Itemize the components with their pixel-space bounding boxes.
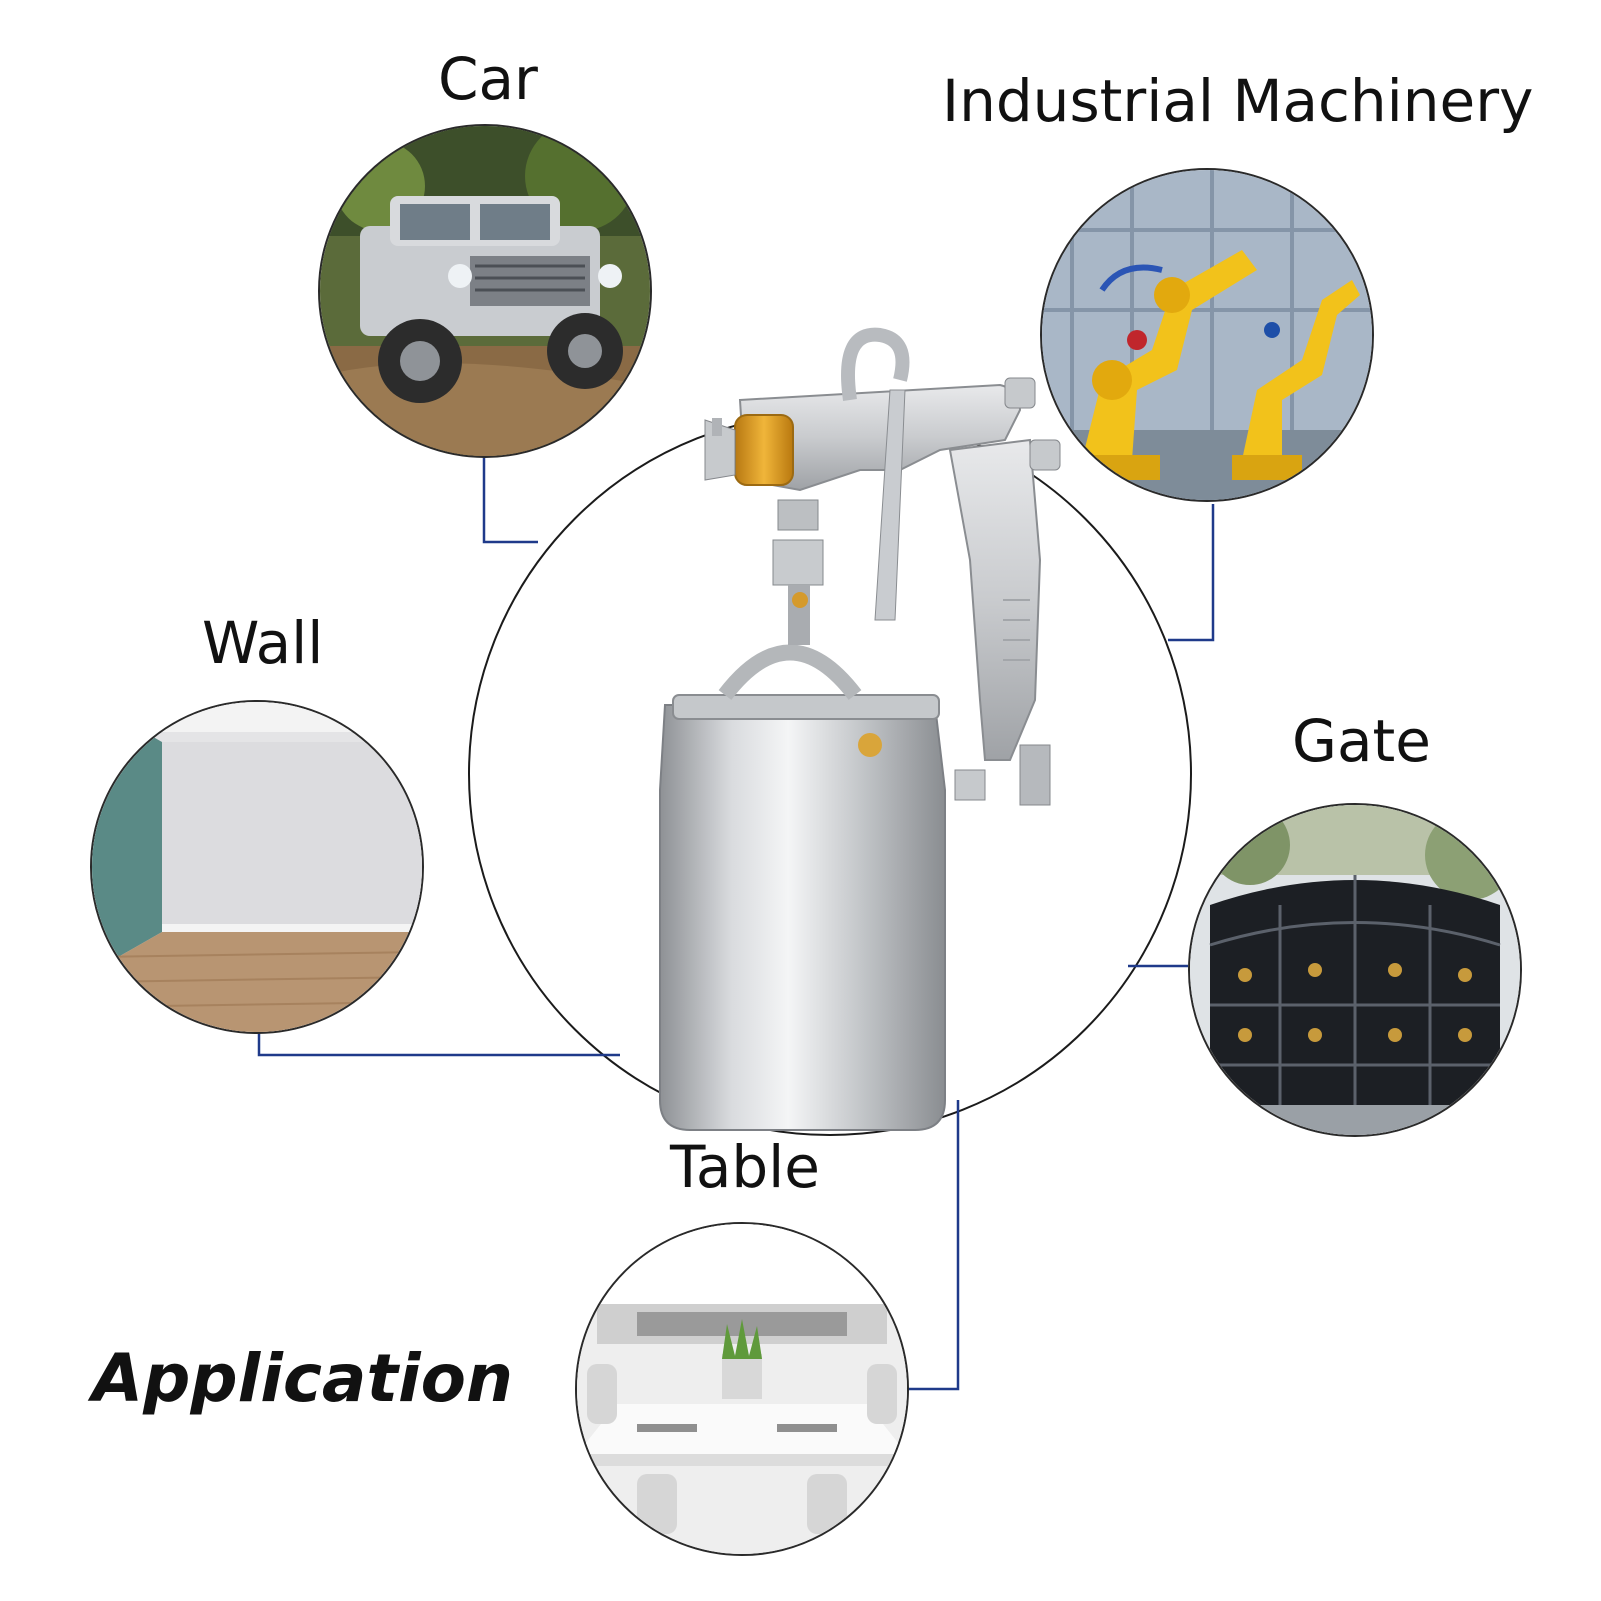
empty-room-photo	[90, 700, 424, 1034]
car-label: Car	[438, 45, 538, 113]
machinery-connector	[1168, 504, 1215, 642]
iron-gate-photo	[1188, 803, 1522, 1137]
application-title: Application	[92, 1340, 513, 1417]
table-connector	[905, 1100, 960, 1391]
car-connector	[482, 456, 538, 544]
wall-label: Wall	[202, 609, 324, 677]
dining-table-photo	[575, 1222, 909, 1556]
table-label: Table	[670, 1133, 820, 1201]
robot-arm-photo	[1040, 168, 1374, 502]
industrial-machinery-label: Industrial Machinery	[942, 67, 1534, 135]
wall-connector	[257, 1030, 620, 1057]
gate-label: Gate	[1292, 707, 1431, 775]
